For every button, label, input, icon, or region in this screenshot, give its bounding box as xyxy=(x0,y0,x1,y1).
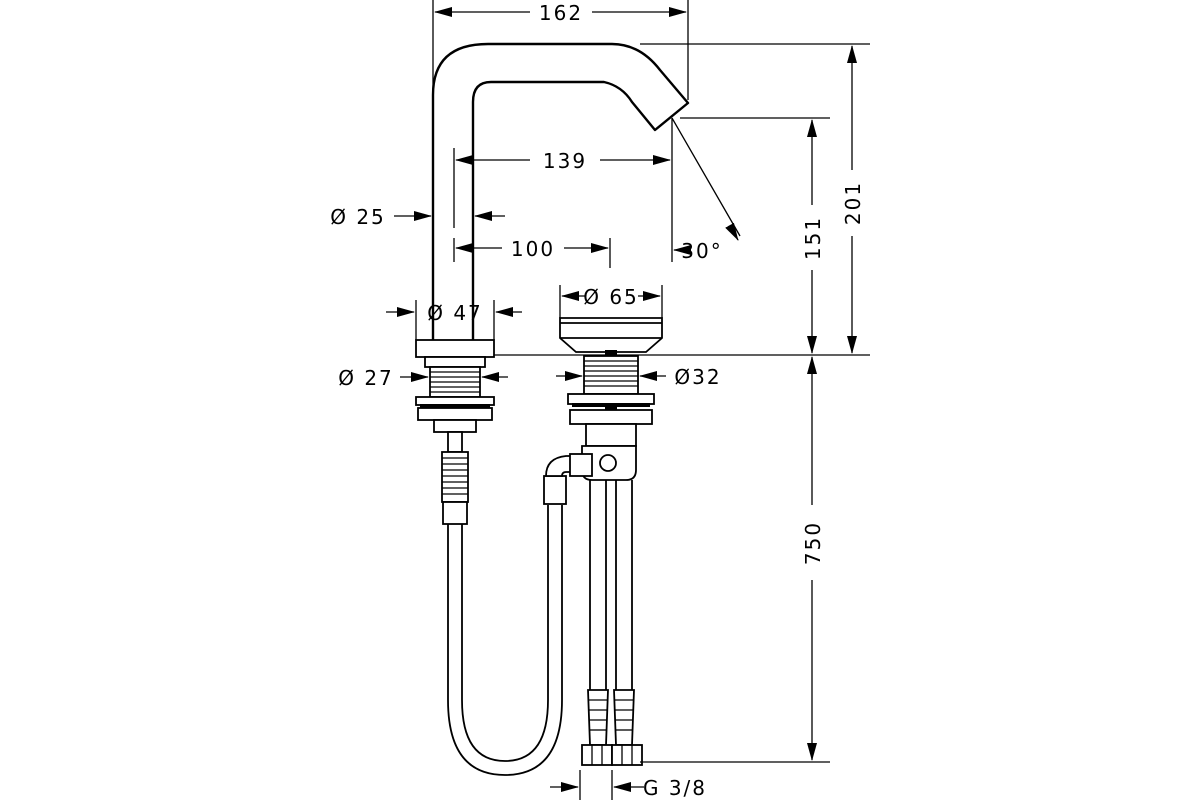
valve-side-port xyxy=(569,453,593,477)
dim-162: 162 xyxy=(539,1,583,25)
dim-151: 151 xyxy=(801,216,825,260)
hose-corrugation xyxy=(442,457,468,495)
dimension-labels: 162 139 100 Ø 25 Ø 47 Ø 27 Ø 65 Ø32 30° … xyxy=(330,1,865,800)
spout xyxy=(431,42,690,342)
valve-shank xyxy=(583,355,639,395)
spout-base-ring xyxy=(424,356,486,368)
dim-spout-base-diameter: Ø 47 xyxy=(427,301,483,325)
valve xyxy=(559,317,663,481)
supply-hose-left-end xyxy=(587,689,609,746)
spout-base-flange xyxy=(415,339,495,358)
valve-body xyxy=(585,423,637,447)
dim-139: 139 xyxy=(543,149,587,173)
valve-shank-thread xyxy=(584,360,638,387)
valve-nut-top xyxy=(567,393,655,405)
spout-shank-thread xyxy=(430,371,480,393)
spout-washer xyxy=(420,404,490,408)
valve-indicator-lower xyxy=(605,406,617,412)
dim-connection-thread: G 3/8 xyxy=(643,776,707,800)
spout-base xyxy=(415,339,495,453)
spout-nut-top xyxy=(415,396,495,406)
dim-201: 201 xyxy=(841,181,865,225)
valve-nut-bottom xyxy=(569,409,653,425)
connector-nut-left xyxy=(581,744,613,766)
dim-spout-shank-diameter: Ø 27 xyxy=(338,366,394,390)
spout-nut-cap xyxy=(433,419,477,433)
dim-outlet-angle: 30° xyxy=(681,239,722,263)
supply-hose-right-end xyxy=(613,689,635,746)
spout-nut-bottom xyxy=(417,407,493,421)
spout-hose-stem xyxy=(447,431,463,453)
dim-valve-shank-diameter: Ø32 xyxy=(674,365,721,389)
dimension-lines xyxy=(386,0,870,800)
hose-loop-inner xyxy=(461,505,549,762)
supply-hoses xyxy=(581,480,643,766)
hose-ferrule xyxy=(442,501,468,525)
hose-loop-outer xyxy=(447,505,563,776)
dim-100: 100 xyxy=(511,237,555,261)
valve-washer xyxy=(572,403,650,407)
dim-spout-tube-diameter: Ø 25 xyxy=(330,205,386,229)
valve-indicator xyxy=(605,350,617,356)
spout-outer-contour xyxy=(431,42,690,342)
hose-elbow-ferrule xyxy=(543,475,567,505)
valve-port-circle xyxy=(599,454,617,472)
dim-750: 750 xyxy=(801,521,825,565)
connector-nut-right xyxy=(611,744,643,766)
spout-hose xyxy=(441,451,583,776)
dim-valve-cap-diameter: Ø 65 xyxy=(583,285,639,309)
